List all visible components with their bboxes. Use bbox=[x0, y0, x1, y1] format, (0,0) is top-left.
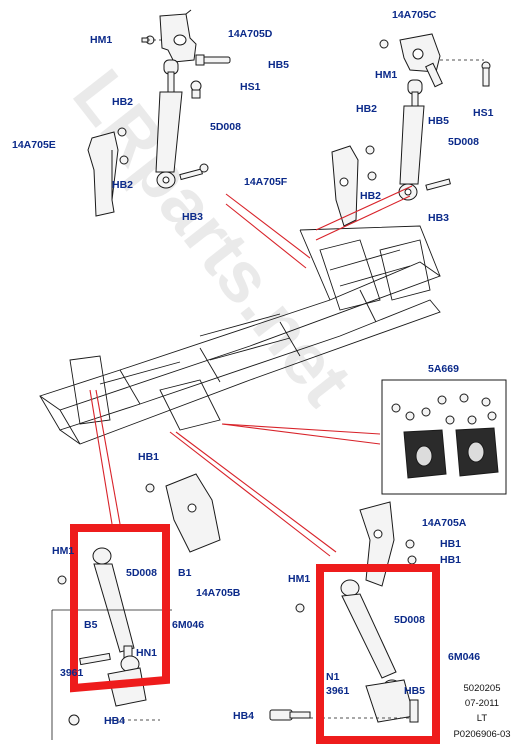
footer-ref: P0206906-03 bbox=[453, 729, 511, 740]
label-hb5-a: HB5 bbox=[268, 59, 290, 71]
label-14a705e: 14A705E bbox=[12, 139, 56, 151]
highlight-right-shock bbox=[316, 564, 440, 744]
label-hb4-b: HB4 bbox=[233, 710, 255, 722]
label-hb2-d: HB2 bbox=[360, 190, 382, 202]
label-5d008-d: 5D008 bbox=[394, 614, 425, 626]
label-6m046-b: 6M046 bbox=[448, 651, 481, 663]
label-hb3-b: HB3 bbox=[428, 212, 450, 224]
label-hb2-b: HB2 bbox=[112, 179, 134, 191]
footer-code: 5020205 bbox=[463, 683, 501, 694]
dashed-guides bbox=[110, 39, 484, 721]
lower-mount-right bbox=[365, 679, 419, 723]
label-14a705f: 14A705F bbox=[244, 176, 288, 188]
label-5d008-a: 5D008 bbox=[210, 121, 241, 133]
label-hb4-a: HB4 bbox=[104, 715, 126, 727]
footer-suffix: LT bbox=[476, 713, 488, 724]
bolts-hb1-b bbox=[405, 539, 417, 565]
label-14a705d: 14A705D bbox=[228, 28, 273, 40]
label-hs1-b: HS1 bbox=[473, 107, 494, 119]
highlight-frames bbox=[70, 524, 440, 744]
label-5d008-c: 5D008 bbox=[126, 567, 157, 579]
bolt-hs1-b bbox=[481, 61, 491, 87]
shock-absorber-b bbox=[398, 79, 425, 201]
bolt-hs1-a bbox=[190, 80, 202, 99]
bracket-14a705b bbox=[165, 473, 221, 553]
label-hb5-c: HB5 bbox=[404, 685, 426, 697]
footer-date: 07-2011 bbox=[464, 698, 500, 709]
label-hb5-b: HB5 bbox=[428, 115, 450, 127]
bolt-hb3-a bbox=[179, 163, 209, 181]
label-hb2-a: HB2 bbox=[112, 96, 134, 108]
label-3961-a: 3961 bbox=[60, 667, 84, 679]
bolt-hm1-c bbox=[57, 575, 67, 585]
label-hm1-d: HM1 bbox=[288, 573, 311, 585]
label-hb3-a: HB3 bbox=[182, 211, 204, 223]
label-b1: B1 bbox=[178, 567, 192, 579]
upper-mount-bracket-c bbox=[399, 33, 441, 73]
shock-absorber-d bbox=[340, 579, 402, 697]
label-5a669: 5A669 bbox=[428, 363, 459, 375]
upper-mount-bracket-d bbox=[159, 9, 197, 63]
bolt-hb4-a bbox=[68, 714, 80, 726]
label-hb1-a: HB1 bbox=[138, 451, 160, 463]
shock-absorber-a bbox=[155, 59, 183, 189]
label-3961-b: 3961 bbox=[326, 685, 350, 697]
label-hb1-b: HB1 bbox=[440, 538, 462, 550]
label-hm1-b: HM1 bbox=[375, 69, 398, 81]
label-hn1-b: N1 bbox=[326, 671, 340, 683]
label-hb2-c: HB2 bbox=[356, 103, 378, 115]
bolt-hb1-a bbox=[145, 483, 155, 493]
bolts-hb2-a bbox=[117, 127, 129, 165]
label-hs1-a: HS1 bbox=[240, 81, 261, 93]
bracket-14a705a bbox=[359, 501, 395, 587]
bracket-14a705f bbox=[331, 145, 359, 227]
shock-absorber-c bbox=[92, 547, 140, 673]
bolt-hm1-b bbox=[379, 39, 389, 49]
label-hm1-c: HM1 bbox=[52, 545, 75, 557]
label-5d008-b: 5D008 bbox=[448, 136, 479, 148]
label-6m046-a: 6M046 bbox=[172, 619, 205, 631]
bolt-hb5-b bbox=[425, 62, 443, 88]
leader-lines bbox=[89, 185, 413, 557]
label-hn1-a: HN1 bbox=[136, 647, 158, 659]
label-14a705b: 14A705B bbox=[196, 587, 241, 599]
bolts-hb2-b bbox=[365, 145, 377, 181]
bolt-hb3-b bbox=[425, 178, 451, 191]
bolt-hb4-b bbox=[269, 709, 311, 721]
kit-5a669-box bbox=[381, 379, 507, 495]
label-hb1-c: HB1 bbox=[440, 554, 462, 566]
bolt-hb5-a bbox=[195, 54, 231, 66]
label-b5: B5 bbox=[84, 619, 98, 631]
bolt-hm1-d bbox=[295, 603, 305, 613]
label-14a705c: 14A705C bbox=[392, 9, 437, 21]
label-14a705a: 14A705A bbox=[422, 517, 467, 529]
label-hm1-a: HM1 bbox=[90, 34, 113, 46]
highlight-left-shock bbox=[70, 524, 170, 693]
bracket-14a705e bbox=[87, 131, 119, 217]
